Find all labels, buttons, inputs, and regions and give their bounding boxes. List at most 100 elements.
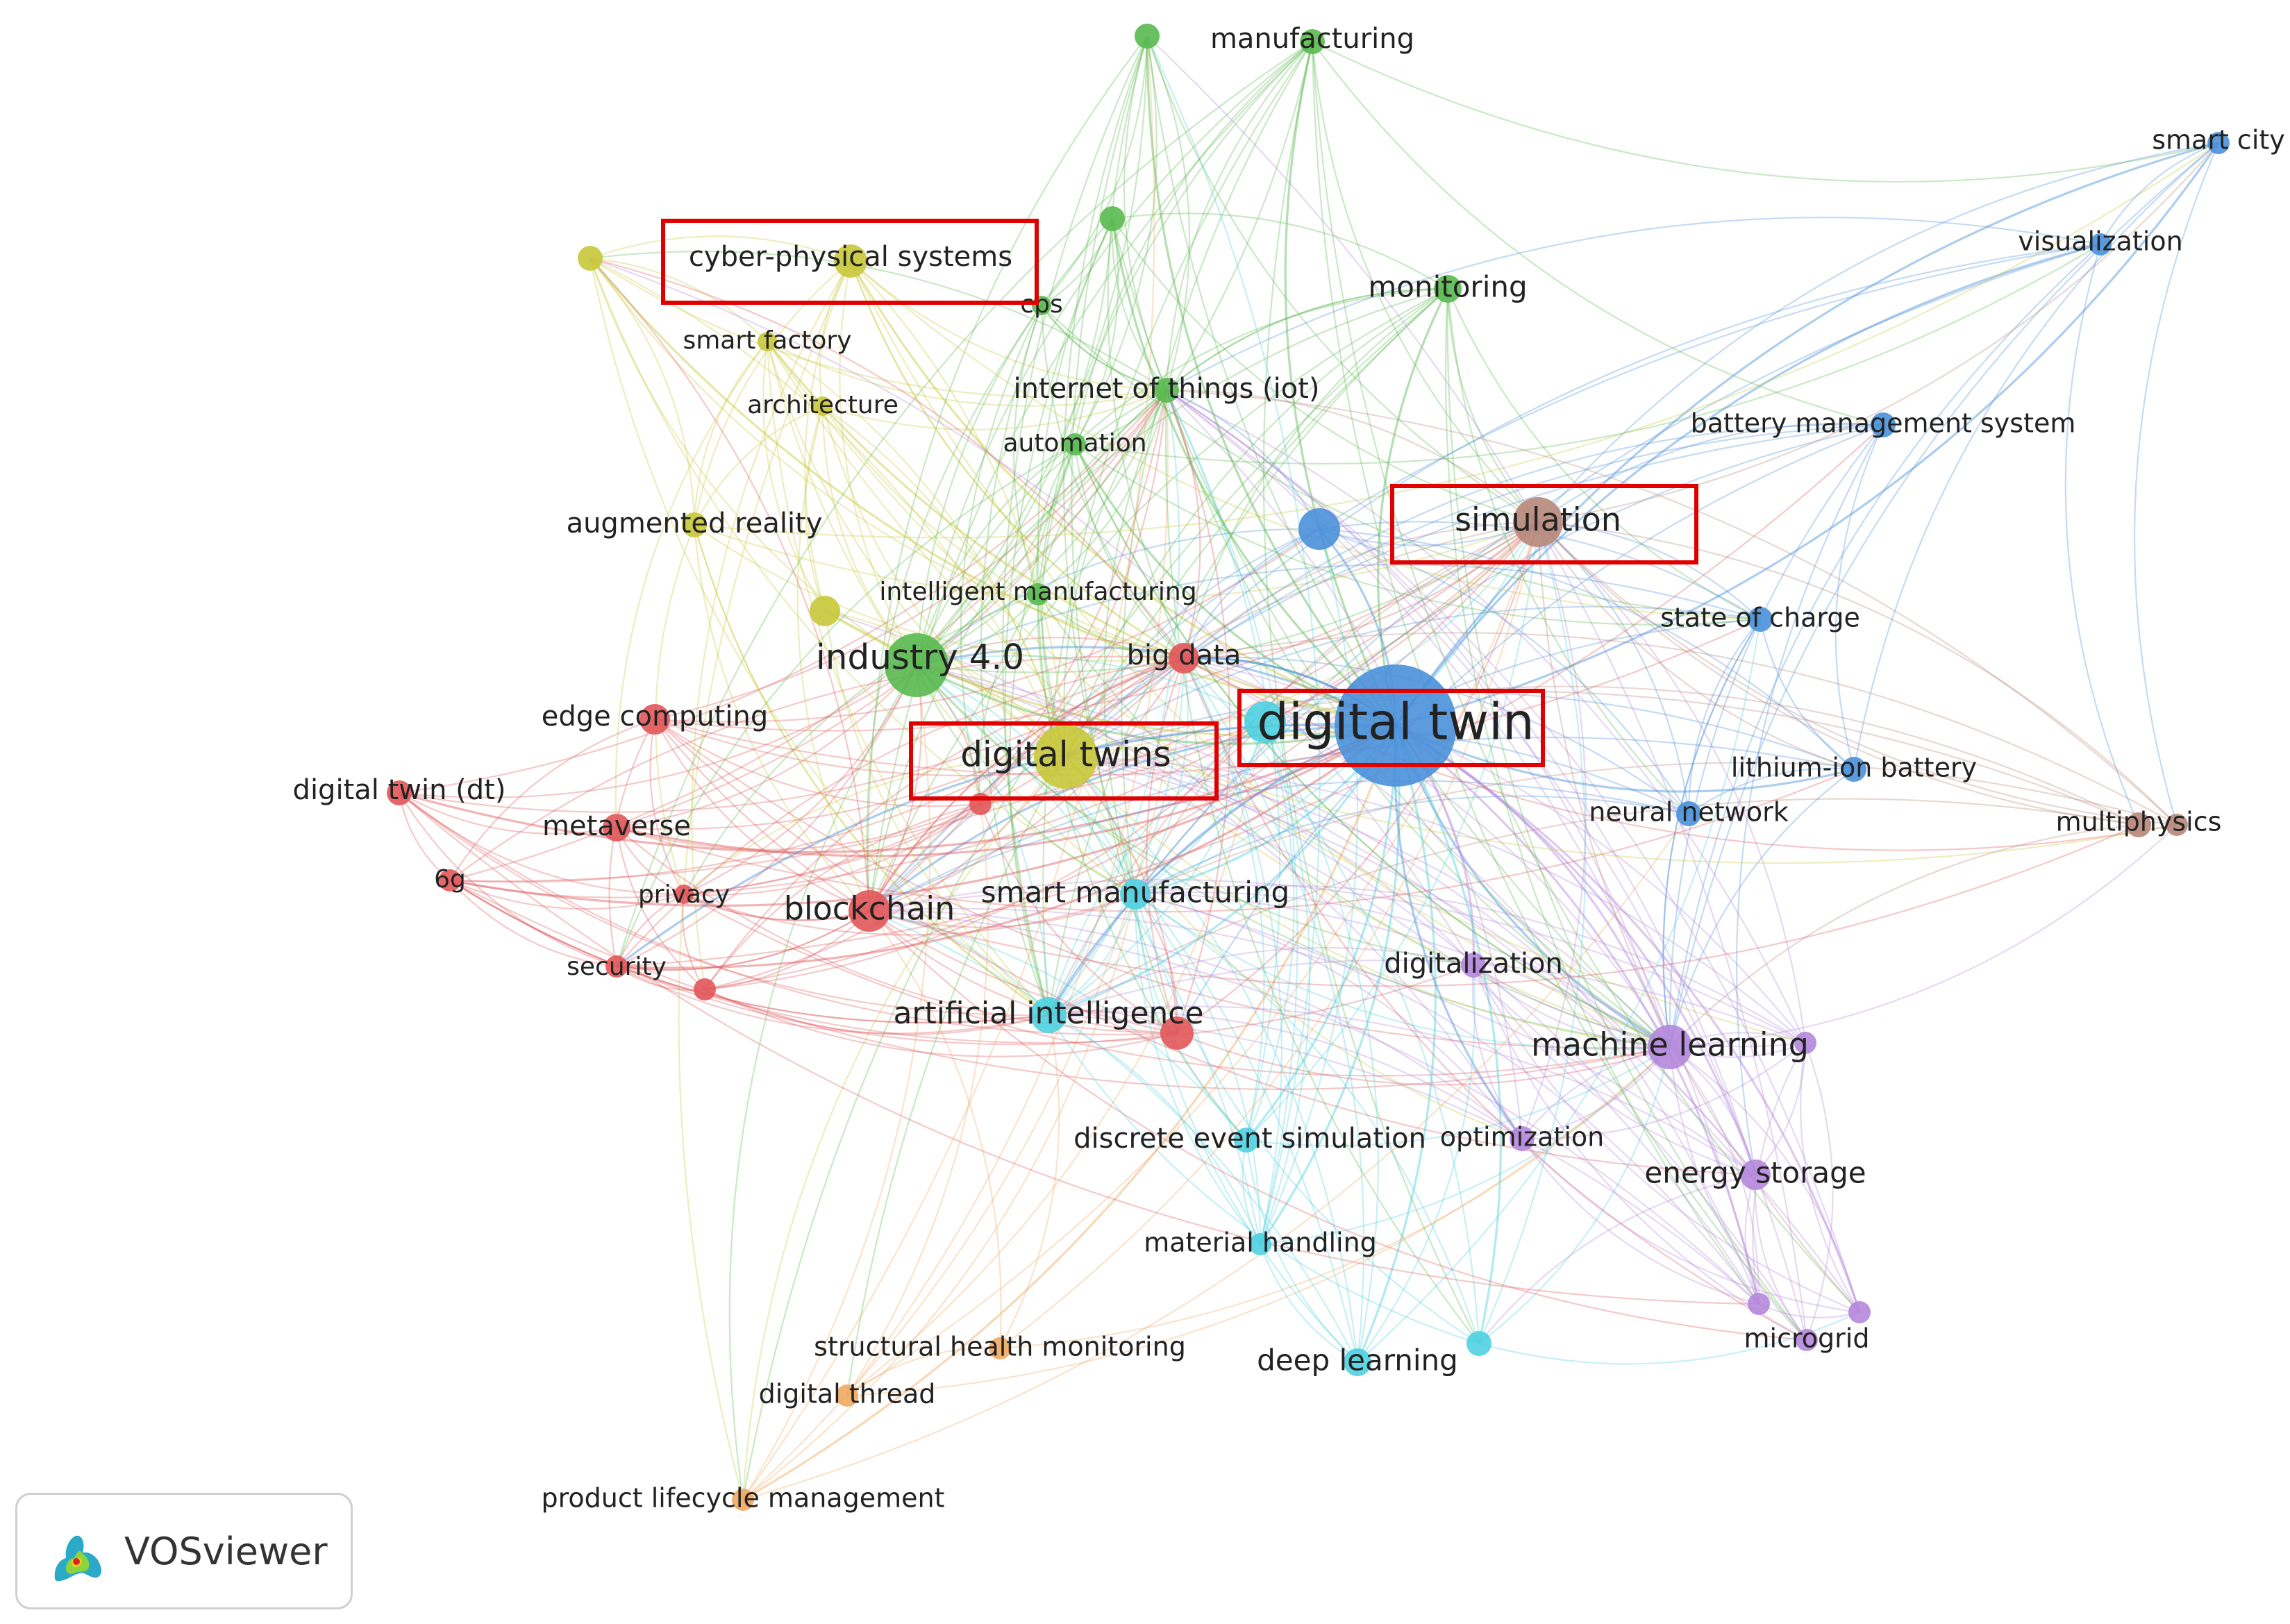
node-u-red-1[interactable] [969, 793, 992, 815]
network-edge [1183, 521, 1539, 659]
node-u-red-3[interactable] [1160, 1016, 1194, 1050]
node-u-yellow-2[interactable] [810, 596, 840, 626]
node-structural-health-monitoring[interactable] [989, 1337, 1011, 1359]
node-u-cyan-2[interactable] [1466, 1331, 1491, 1356]
node-edge-computing[interactable] [640, 704, 670, 735]
network-edge [960, 305, 1042, 805]
node-optimization[interactable] [1510, 1126, 1535, 1151]
node-u-yellow-1[interactable] [578, 246, 603, 271]
node-artificial-intelligence[interactable] [1030, 997, 1067, 1033]
network-edge [1395, 724, 1855, 793]
network-edge [449, 880, 617, 968]
network-edge [1166, 390, 1298, 1245]
network-edge [1394, 142, 2219, 726]
node-deep-learning[interactable] [1344, 1348, 1371, 1376]
network-edge [1183, 658, 1760, 1305]
node-6g[interactable] [439, 869, 461, 891]
node-u-purple-1[interactable] [1794, 1032, 1816, 1054]
label-industry-4-0: industry 4.0 [816, 637, 1024, 678]
node-machine-learning[interactable] [1648, 1025, 1692, 1069]
node-simulation[interactable] [1513, 497, 1563, 547]
network-edge [1182, 658, 1807, 1341]
network-edge [846, 521, 1539, 1396]
network-edge [1537, 521, 2178, 826]
node-u-green-1[interactable] [1135, 24, 1160, 49]
node-smart-manufacturing[interactable] [1120, 879, 1151, 910]
network-edge [654, 521, 1539, 732]
node-lithium-ion-battery[interactable] [1841, 757, 1866, 782]
label-machine-learning: machine learning [1531, 1026, 1809, 1064]
node-monitoring[interactable] [1434, 275, 1462, 303]
network-edge [1166, 217, 2101, 391]
network-edge [869, 910, 1807, 1341]
network-edge [654, 719, 1671, 1049]
network-edge [615, 41, 1313, 967]
label-discrete-event-simulation: discrete event simulation [1073, 1123, 1426, 1155]
node-visualization[interactable] [2089, 233, 2112, 256]
network-edge [980, 305, 1050, 1016]
network-edge [1135, 893, 1760, 1305]
network-edge [1478, 521, 1587, 1344]
node-state-of-charge[interactable] [1748, 607, 1773, 632]
node-intelligent-manufacturing[interactable] [1027, 583, 1049, 605]
node-cyber-physical-systems[interactable] [834, 244, 867, 278]
network-edge [1473, 964, 1756, 1176]
network-edge [916, 664, 1671, 1048]
node-u-brown-1[interactable] [2166, 814, 2188, 836]
node-u-red-2[interactable] [694, 978, 716, 1001]
node-industry-4-0[interactable] [885, 633, 948, 697]
node-manufacturing[interactable] [1300, 29, 1325, 54]
network-edge [1037, 594, 1185, 660]
node-product-lifecycle-management[interactable] [732, 1489, 754, 1511]
node-u-cyan-1[interactable] [1244, 701, 1286, 743]
node-digital-twins[interactable] [1034, 725, 1098, 789]
label-metaverse: metaverse [542, 810, 691, 842]
node-digital-thread[interactable] [836, 1384, 858, 1407]
node-u-blue-1[interactable] [1298, 508, 1340, 550]
node-big-data[interactable] [1169, 643, 1199, 673]
node-architecture[interactable] [813, 396, 833, 416]
network-edge [1319, 521, 1539, 546]
network-edge [1135, 894, 1178, 1034]
network-edge [1166, 287, 1448, 391]
edge-layer [398, 35, 2220, 1501]
network-edge [850, 260, 1167, 392]
label-privacy: privacy [638, 880, 730, 909]
node-metaverse[interactable] [603, 814, 630, 842]
node-microgrid[interactable] [1796, 1329, 1818, 1351]
network-edge [916, 664, 1807, 1341]
network-edge [1135, 658, 1189, 895]
network-edge [1065, 756, 1359, 1363]
node-blockchain[interactable] [849, 890, 890, 932]
node-internet-of-things-iot[interactable] [1154, 378, 1179, 403]
node-smart-city[interactable] [2207, 132, 2230, 154]
network-edge [449, 724, 1396, 907]
node-u-purple-3[interactable] [1848, 1301, 1871, 1323]
network-edge [1758, 1303, 1860, 1319]
network-edge [1478, 1046, 1671, 1344]
node-augmented-reality[interactable] [682, 512, 707, 537]
network-edge [869, 823, 2139, 987]
network-edge [1735, 424, 1884, 1175]
node-smart-factory[interactable] [758, 332, 777, 351]
node-automation[interactable] [1064, 433, 1086, 455]
node-battery-management-system[interactable] [1871, 412, 1896, 437]
node-digital-twin[interactable] [1335, 664, 1457, 787]
network-edge [704, 657, 1185, 990]
node-discrete-event-simulation[interactable] [1234, 1128, 1259, 1153]
node-security[interactable] [605, 955, 628, 978]
network-edge [822, 389, 1167, 430]
node-multiphysics[interactable] [2126, 812, 2151, 837]
network-edge [399, 792, 617, 968]
network-edge [1074, 444, 1671, 1048]
node-privacy[interactable] [674, 885, 694, 904]
node-digitalization[interactable] [1461, 953, 1486, 978]
node-energy-storage[interactable] [1740, 1160, 1771, 1190]
network-edge [1065, 243, 2101, 757]
node-neural-network[interactable] [1676, 801, 1701, 826]
node-u-purple-2[interactable] [1748, 1293, 1770, 1315]
network-edge [980, 521, 1539, 805]
node-material-handling[interactable] [1249, 1233, 1271, 1255]
node-u-green-2[interactable] [1100, 206, 1125, 231]
node-digital-twin-dt[interactable] [387, 780, 412, 805]
